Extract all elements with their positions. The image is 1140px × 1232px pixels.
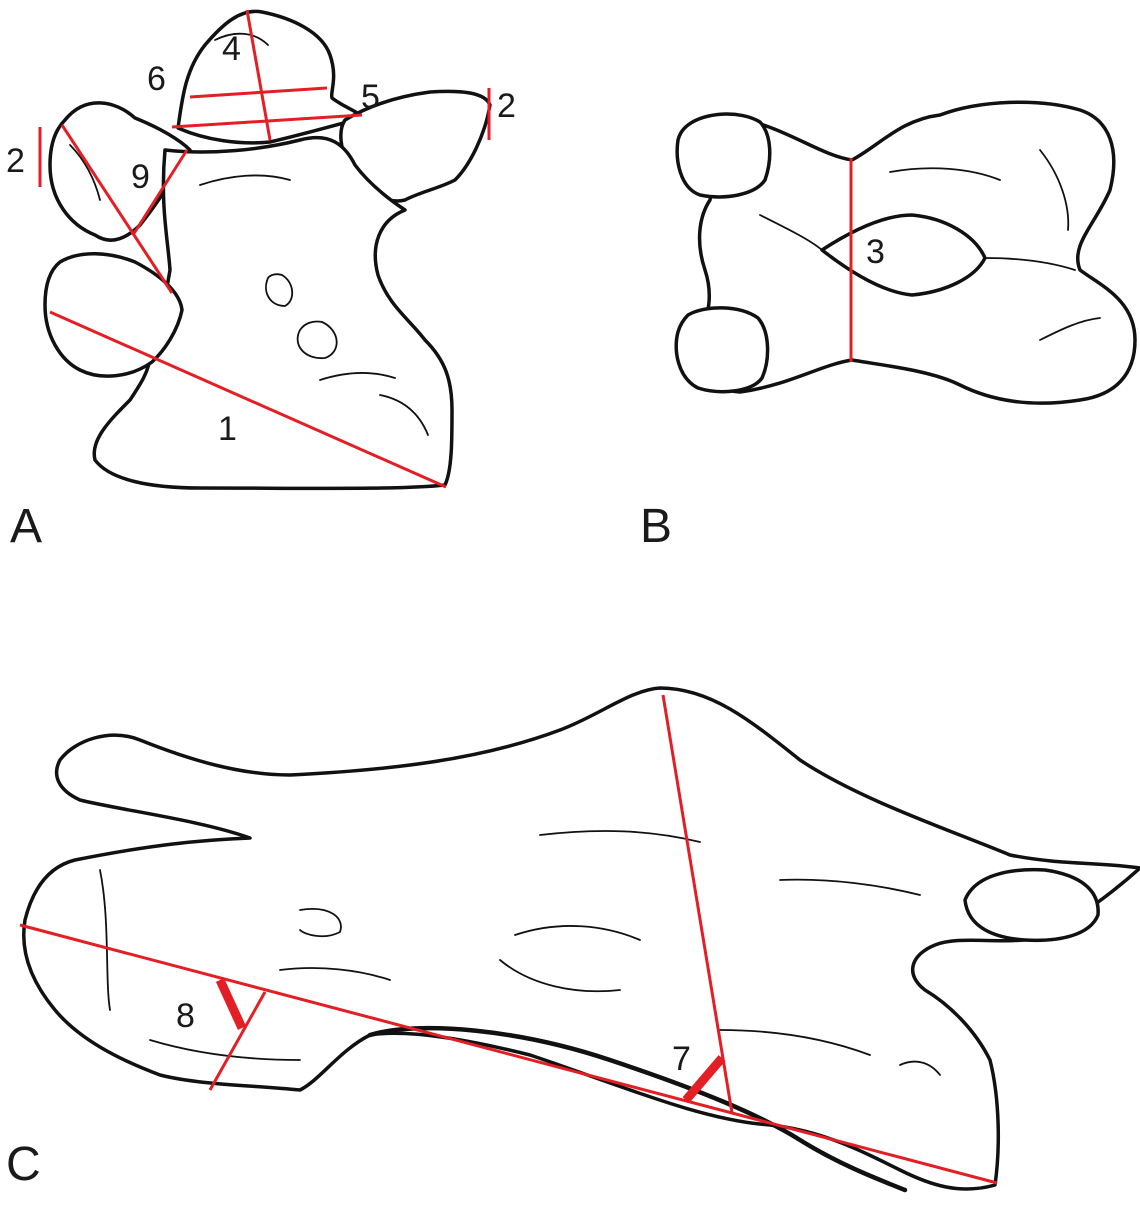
panel-label-a: A [10, 500, 42, 553]
label-8: 8 [176, 997, 195, 1035]
label-5: 5 [361, 78, 380, 116]
panel-c-drawing [24, 688, 1140, 1190]
label-1: 1 [218, 410, 237, 448]
label-2-right: 2 [497, 87, 516, 125]
label-9: 9 [131, 158, 150, 196]
left-articular-facet-upper [677, 114, 770, 197]
panel-label-c: C [6, 1138, 41, 1191]
label-2-left: 2 [6, 142, 25, 180]
lateral-view-body [24, 688, 1140, 1189]
label-7: 7 [672, 1040, 691, 1078]
panel-label-b: B [640, 500, 672, 553]
label-3: 3 [866, 233, 885, 271]
lateral-articular-facet [965, 870, 1098, 941]
neural-spine [178, 11, 362, 142]
panel-a-drawing [45, 11, 490, 488]
label-4: 4 [222, 30, 241, 68]
panel-b-drawing [676, 102, 1135, 403]
left-articular-facet-lower [676, 308, 767, 392]
label-6: 6 [147, 60, 166, 98]
